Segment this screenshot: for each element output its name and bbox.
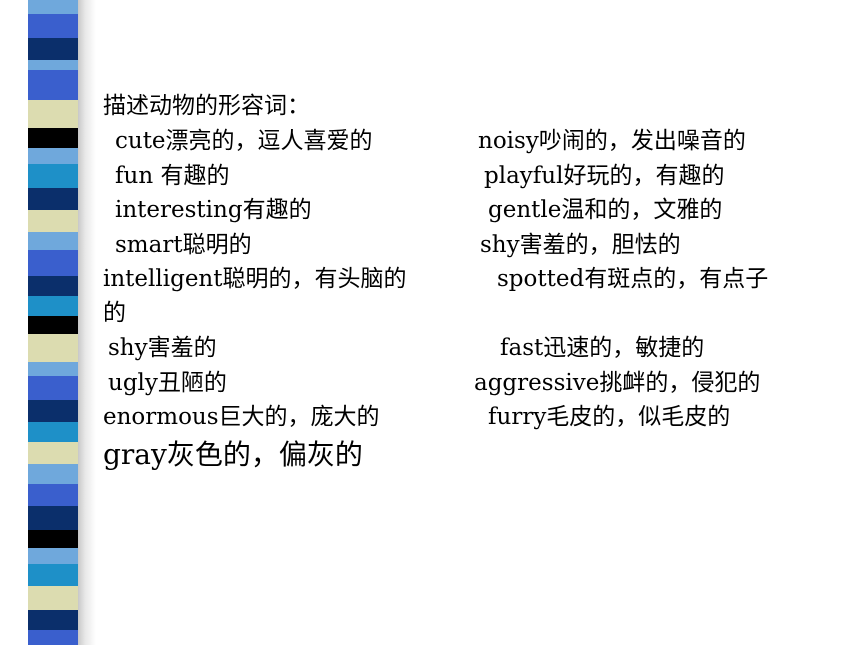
stripe-band (28, 422, 78, 442)
adjective-right-6: fast迅速的，敏捷的 (500, 335, 705, 361)
stripe-band (28, 250, 78, 276)
adjective-right-5: spotted有斑点的，有点子 (497, 266, 769, 292)
stripe-band (28, 38, 78, 60)
adjective-left-7: ugly丑陋的 (108, 370, 227, 396)
stripe-band (28, 60, 78, 70)
stripe-band (28, 14, 78, 38)
stripe-band (28, 506, 78, 530)
stripe-band (28, 564, 78, 586)
stripe-band (28, 362, 78, 376)
stripe-band (28, 400, 78, 422)
adjective-left-6: shy害羞的 (108, 335, 217, 361)
stripe-band (28, 0, 78, 14)
decorative-stripe (28, 0, 78, 645)
stripe-band (28, 164, 78, 188)
stripe-band (28, 232, 78, 250)
stripe-band (28, 442, 78, 464)
stripe-band (28, 484, 78, 506)
stripe-band (28, 210, 78, 232)
stripe-band (28, 530, 78, 548)
stripe-band (28, 100, 78, 128)
adjective-left-3: interesting有趣的 (115, 197, 312, 223)
stripe-band (28, 586, 78, 610)
stripe-shadow (78, 0, 96, 645)
stripe-band (28, 70, 78, 100)
adjective-right-2: playful好玩的，有趣的 (484, 163, 725, 189)
adjective-left-5-wrap: 的 (103, 300, 126, 326)
stripe-band (28, 610, 78, 630)
adjective-left-8: enormous巨大的，庞大的 (103, 404, 380, 430)
adjective-left-5: intelligent聪明的，有头脑的 (103, 266, 407, 292)
stripe-band (28, 188, 78, 210)
adjective-right-3: gentle温和的，文雅的 (488, 197, 723, 223)
stripe-band (28, 276, 78, 296)
stripe-band (28, 464, 78, 484)
adjective-last-line: gray灰色的，偏灰的 (103, 438, 363, 471)
stripe-band (28, 296, 78, 316)
adjective-right-4: shy害羞的，胆怯的 (480, 232, 681, 258)
adjective-left-1: cute漂亮的，逗人喜爱的 (115, 128, 373, 154)
stripe-band (28, 148, 78, 164)
adjective-right-8: furry毛皮的，似毛皮的 (488, 404, 731, 430)
adjective-right-7: aggressive挑衅的，侵犯的 (474, 370, 761, 396)
stripe-band (28, 128, 78, 148)
stripe-band (28, 316, 78, 334)
stripe-band (28, 630, 78, 645)
adjective-left-2: fun 有趣的 (115, 163, 230, 189)
stripe-band (28, 334, 78, 362)
stripe-band (28, 548, 78, 564)
stripe-band (28, 376, 78, 400)
adjective-right-1: noisy吵闹的，发出噪音的 (478, 128, 746, 154)
slide-heading: 描述动物的形容词： (103, 93, 310, 119)
adjective-left-4: smart聪明的 (115, 232, 252, 258)
